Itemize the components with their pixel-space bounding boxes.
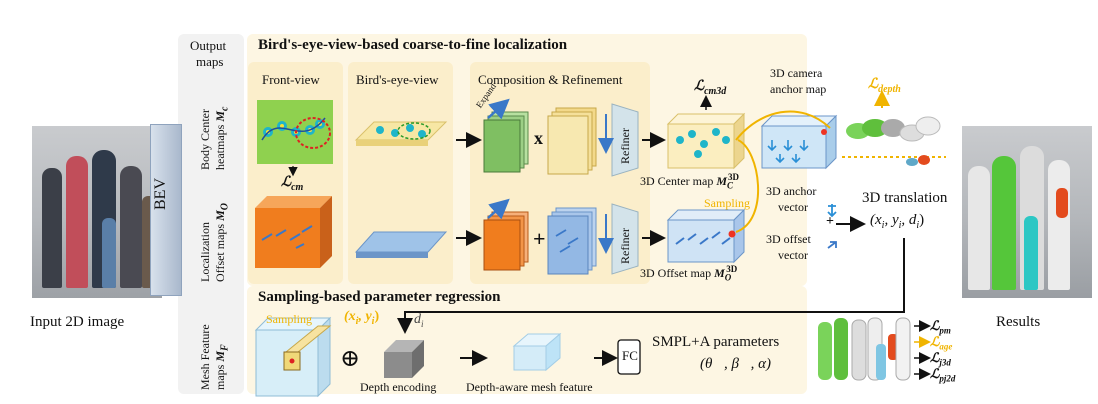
orange-stack <box>483 211 529 271</box>
fc-box <box>617 339 641 375</box>
loss-j3d: ℒj3d <box>930 350 951 368</box>
offset-map-front <box>667 219 735 263</box>
mesh-figure <box>1048 160 1070 290</box>
mesh-cube-side <box>317 316 331 398</box>
expand-arrow-bottom <box>487 198 510 220</box>
translation-to-regression-line <box>397 238 905 334</box>
depth-encoding-front <box>384 352 412 378</box>
loss-pm: ℒpm <box>930 318 951 336</box>
anchor-vector-line1: 3D anchor <box>766 184 817 198</box>
sampling-curve <box>735 139 759 233</box>
front-view-curve <box>261 117 326 141</box>
loss-cm-label: ℒcm <box>281 175 304 193</box>
results-photo <box>962 126 1092 298</box>
person-figure <box>102 218 116 288</box>
loss-age: ℒage <box>930 334 953 352</box>
depth-feature-side <box>545 332 561 372</box>
loss-depth-label: ℒdepth <box>868 77 901 95</box>
offset-cube-top <box>255 196 332 208</box>
yellow-stack <box>547 107 597 175</box>
params-label: (θ⃗, β⃗, α) <box>700 356 772 372</box>
depth-aware-label: Depth-aware mesh feature <box>466 380 593 394</box>
camera-anchor-line2: anchor map <box>770 82 827 96</box>
offset-vector-icon <box>827 241 837 249</box>
refiner-label-bottom: Refiner <box>618 228 632 264</box>
offset-cube-side <box>320 196 332 268</box>
fc-label: FC <box>622 348 638 363</box>
translation-formula: (xi, yi, di) <box>870 212 925 231</box>
plus-arrow-op: + <box>826 214 834 229</box>
depth-encoding-label: Depth encoding <box>360 380 437 394</box>
bev-bracket <box>150 124 182 296</box>
bev-offset-side <box>356 252 428 258</box>
offset-vector-line1: 3D offset <box>766 232 811 246</box>
offset-map-label: 3D Offset map MO3D <box>640 264 738 283</box>
depth-encoding-side <box>412 340 424 378</box>
blue-stack <box>547 207 597 275</box>
output-maps-label-1: Output <box>190 38 227 53</box>
person-figure <box>42 168 62 288</box>
smpl-label: SMPL+A parameters <box>652 334 780 350</box>
regression-sampling-label: Sampling <box>266 312 313 326</box>
sampling-point <box>728 230 736 238</box>
front-view-header: Front-view <box>262 72 320 87</box>
person-figure <box>66 156 88 288</box>
bev-dots <box>376 124 426 138</box>
composition-header: Composition & Refinement <box>478 72 623 87</box>
refiner-label-top: Refiner <box>618 128 632 164</box>
bev-offset-slab <box>354 231 448 253</box>
sampling-curve-2 <box>735 110 831 141</box>
anchor-vector-line2: vector <box>778 200 808 214</box>
add-op: + <box>533 226 546 251</box>
results-label: Results <box>996 314 1041 330</box>
output-maps-column <box>178 34 244 394</box>
offset-map-arrows <box>675 231 731 245</box>
translation-title: 3D translation <box>862 190 948 206</box>
bev-heatmap-slab <box>354 121 448 141</box>
input-photo <box>32 126 162 298</box>
localization-title: Bird's-eye-view-based coarse-to-fine loc… <box>258 37 568 53</box>
offset-map-side <box>733 208 745 264</box>
regression-title: Sampling-based parameter regression <box>258 289 501 305</box>
depth-avatars <box>846 116 941 166</box>
output-maps-label-2: maps <box>196 54 224 69</box>
offset-map-top <box>666 209 746 221</box>
sampling-dot <box>289 358 295 364</box>
bev-header: Bird's-eye-view <box>356 72 439 87</box>
blue-stack-arrows <box>555 229 579 253</box>
center-map-top <box>666 113 746 125</box>
anchor-vector-icon <box>827 204 837 218</box>
offset-vector-line2: vector <box>778 248 808 262</box>
center-map-dots <box>676 128 730 158</box>
camera-anchor-line1: 3D camera <box>770 66 823 80</box>
result-avatars-bottom <box>818 317 911 381</box>
coords-label: (xi, yi) <box>344 309 380 327</box>
depth-feature-front <box>513 345 547 371</box>
multiply-op: x <box>534 128 543 148</box>
highlight-ellipse <box>295 117 331 149</box>
mesh-figure <box>1056 188 1068 218</box>
mesh-figure <box>992 156 1016 290</box>
anchor-point <box>821 129 827 135</box>
anchor-map-side <box>825 114 837 170</box>
mesh-figure <box>1024 216 1038 290</box>
green-stack <box>483 111 529 173</box>
person-figure <box>120 166 142 288</box>
loss-pj2d: ℒpj2d <box>930 366 956 384</box>
sampling-label: Sampling <box>704 196 751 210</box>
bev-slab-side <box>356 140 428 146</box>
depth-encoding-top <box>384 340 424 352</box>
offset-cube-front <box>255 208 320 268</box>
bev-highlight <box>397 122 431 140</box>
oplus-op: ⊕ <box>340 346 361 372</box>
anchor-icons <box>767 140 809 164</box>
expand-arrow <box>487 98 510 120</box>
loss-cm3d-label: ℒcm3d <box>694 79 727 97</box>
center-map-label: 3D Center map MC3D <box>640 172 739 191</box>
mesh-figure <box>968 166 990 290</box>
input-label: Input 2D image <box>30 314 125 330</box>
depth-d-label: di <box>414 312 424 329</box>
offset-arrows-front <box>261 225 313 249</box>
